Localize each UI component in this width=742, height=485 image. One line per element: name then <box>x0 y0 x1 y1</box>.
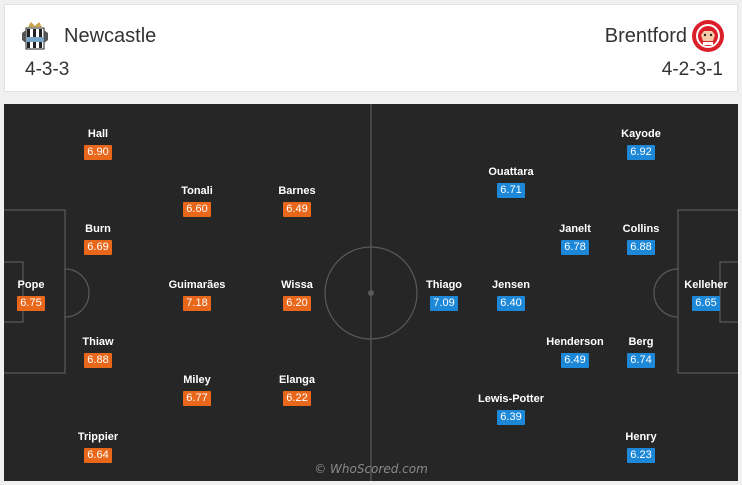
player-name: Elanga <box>278 374 316 386</box>
player-rating: 6.23 <box>627 448 655 463</box>
player-collins[interactable]: Collins 6.88 <box>601 222 681 255</box>
player-rating: 6.90 <box>84 145 112 160</box>
player-kayode[interactable]: Kayode 6.92 <box>601 127 681 160</box>
brentford-crest-icon <box>691 19 724 53</box>
newcastle-crest-icon <box>19 19 51 53</box>
away-formation: 4-2-3-1 <box>661 59 723 80</box>
player-burn[interactable]: Burn 6.69 <box>58 222 138 255</box>
player-name: Tonali <box>181 185 213 197</box>
player-lewis-potter[interactable]: Lewis-Potter 6.39 <box>471 392 551 425</box>
player-rating: 6.60 <box>183 202 211 217</box>
player-rating: 6.20 <box>283 296 311 311</box>
player-name: Berg <box>628 336 654 348</box>
player-tonali[interactable]: Tonali 6.60 <box>157 184 237 217</box>
player-name: Jensen <box>492 279 530 291</box>
player-name: Burn <box>85 223 111 235</box>
player-rating: 6.69 <box>84 240 112 255</box>
player-rating: 6.49 <box>561 353 589 368</box>
player-rating: 6.39 <box>497 410 525 425</box>
player-henderson[interactable]: Henderson 6.49 <box>535 335 615 368</box>
home-team-name[interactable]: Newcastle <box>64 25 157 47</box>
player-rating: 6.22 <box>283 391 311 406</box>
player-name: Kayode <box>621 128 661 140</box>
player-rating: 6.74 <box>627 353 655 368</box>
player-rating: 6.77 <box>183 391 211 406</box>
player-name: Pope <box>17 279 45 291</box>
player-name: Thiago <box>425 279 463 291</box>
player-rating: 6.71 <box>497 183 525 198</box>
whoscored-watermark: © WhoScored.com <box>314 462 428 476</box>
away-team-name[interactable]: Brentford <box>604 25 687 47</box>
player-rating: 6.65 <box>692 296 720 311</box>
player-guimaraes[interactable]: Guimarães 7.18 <box>157 278 237 311</box>
player-hall[interactable]: Hall 6.90 <box>58 127 138 160</box>
home-formation: 4-3-3 <box>25 59 70 80</box>
player-name: Henderson <box>546 336 604 348</box>
player-kelleher[interactable]: Kelleher 6.65 <box>666 278 738 311</box>
player-name: Thiaw <box>82 336 114 348</box>
player-rating: 6.92 <box>627 145 655 160</box>
player-rating: 6.75 <box>17 296 45 311</box>
player-jensen[interactable]: Jensen 6.40 <box>471 278 551 311</box>
player-rating: 6.40 <box>497 296 525 311</box>
player-name: Miley <box>183 374 211 386</box>
player-name: Kelleher <box>684 279 728 291</box>
player-rating: 6.49 <box>283 202 311 217</box>
player-barnes[interactable]: Barnes 6.49 <box>257 184 337 217</box>
player-name: Collins <box>622 223 660 235</box>
player-wissa[interactable]: Wissa 6.20 <box>257 278 337 311</box>
player-janelt[interactable]: Janelt 6.78 <box>535 222 615 255</box>
player-name: Hall <box>87 128 109 140</box>
player-name: Guimarães <box>168 279 226 291</box>
player-name: Henry <box>625 431 657 443</box>
player-berg[interactable]: Berg 6.74 <box>601 335 681 368</box>
player-thiaw[interactable]: Thiaw 6.88 <box>58 335 138 368</box>
player-rating: 6.88 <box>84 353 112 368</box>
player-rating: 6.88 <box>627 240 655 255</box>
player-rating: 6.78 <box>561 240 589 255</box>
player-rating: 7.18 <box>183 296 211 311</box>
player-rating: 6.64 <box>84 448 112 463</box>
player-name: Ouattara <box>488 166 534 178</box>
pitch-lines <box>4 104 738 481</box>
player-miley[interactable]: Miley 6.77 <box>157 373 237 406</box>
match-header: Newcastle 4-3-3 Brentford 4-2-3-1 <box>4 4 738 92</box>
player-name: Lewis-Potter <box>477 393 544 405</box>
player-pope[interactable]: Pope 6.75 <box>4 278 71 311</box>
player-ouattara[interactable]: Ouattara 6.71 <box>471 165 551 198</box>
player-name: Janelt <box>559 223 591 235</box>
pitch: Pope 6.75 Hall 6.90 Burn 6.69 Thiaw 6.88… <box>4 104 738 481</box>
player-trippier[interactable]: Trippier 6.64 <box>58 430 138 463</box>
player-elanga[interactable]: Elanga 6.22 <box>257 373 337 406</box>
player-name: Trippier <box>77 431 119 443</box>
player-name: Wissa <box>281 279 313 291</box>
player-name: Barnes <box>278 185 316 197</box>
player-henry[interactable]: Henry 6.23 <box>601 430 681 463</box>
player-thiago[interactable]: Thiago 7.09 <box>404 278 484 311</box>
player-rating: 7.09 <box>430 296 458 311</box>
